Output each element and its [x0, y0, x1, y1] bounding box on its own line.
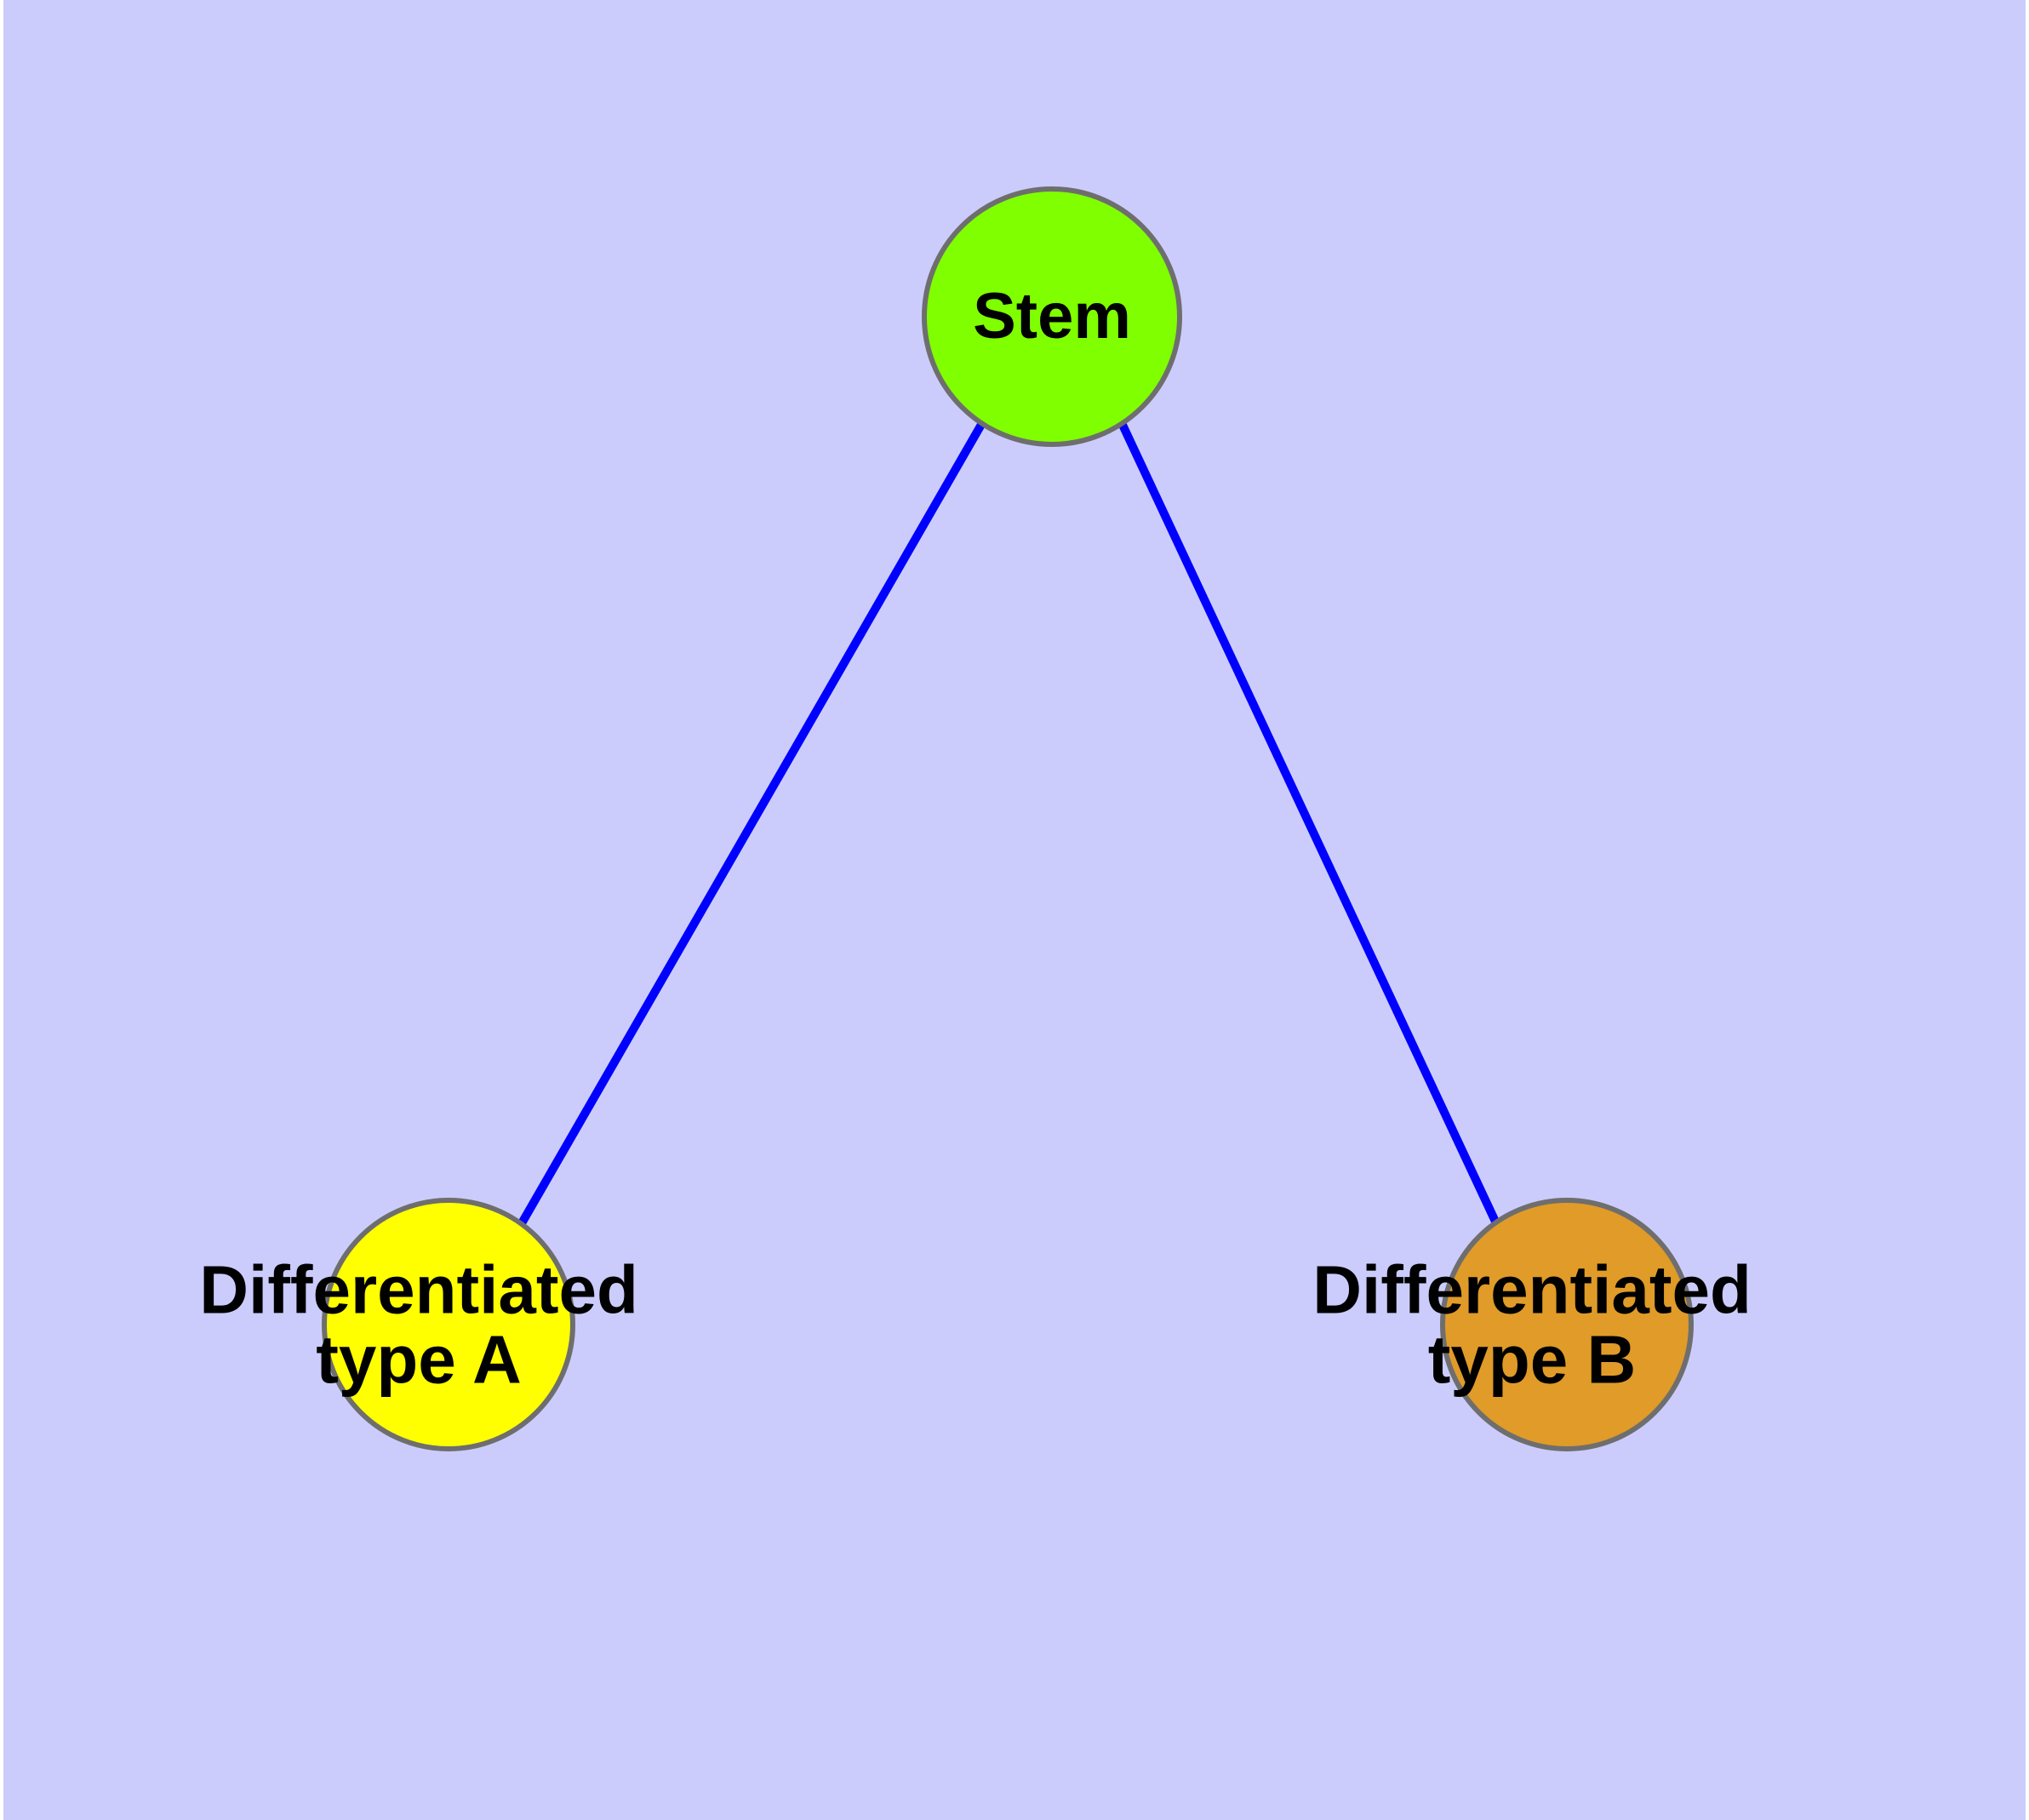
nodes-layer: [322, 186, 1694, 1451]
edges-layer: [517, 421, 1500, 1226]
edge-stem-diff-a[interactable]: [517, 421, 986, 1226]
node-diff-a[interactable]: [322, 1198, 575, 1451]
node-diff-b[interactable]: [1440, 1198, 1694, 1451]
edge-stem-diff-b[interactable]: [1117, 421, 1500, 1226]
node-stem[interactable]: [922, 186, 1182, 447]
